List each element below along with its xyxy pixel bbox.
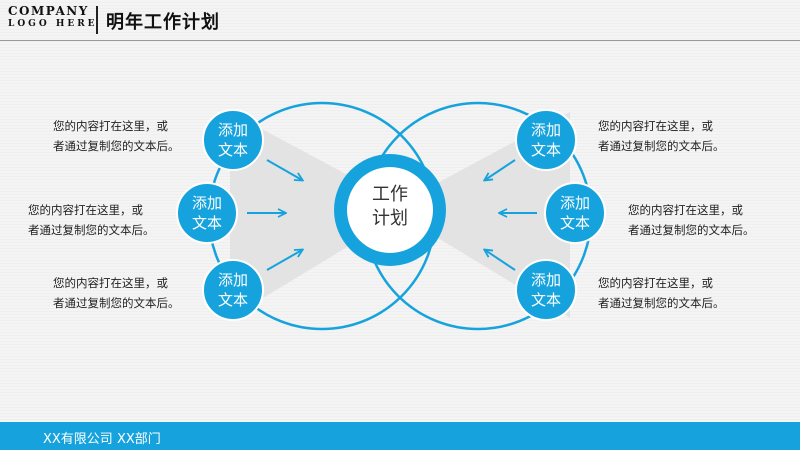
bubble-label-right-top: 添加文本 (516, 110, 576, 170)
bubble-label-left-middle: 添加文本 (177, 183, 237, 243)
text-block-left-top: 您的内容打在这里，或 者通过复制您的文本后。 (53, 116, 180, 156)
text-line-2: 者通过复制您的文本后。 (53, 296, 180, 310)
bubble-label-line-1: 添加 (191, 194, 222, 212)
center-label-line-2: 计划 (372, 208, 408, 229)
bubble-label-right-bottom: 添加文本 (516, 260, 576, 320)
bubble-label-line-1: 添加 (217, 121, 248, 139)
center-core (347, 167, 433, 253)
bubble-label-line-2: 文本 (530, 291, 561, 309)
bubble-label-line-1: 添加 (559, 194, 590, 212)
text-line-1: 您的内容打在这里，或 (28, 203, 143, 217)
footer-bar: XX有限公司 XX部门 (0, 422, 800, 450)
text-line-1: 您的内容打在这里，或 (598, 276, 713, 290)
page-title: 明年工作计划 (106, 12, 220, 33)
bubble-right-top (515, 109, 577, 171)
text-line-2: 者通过复制您的文本后。 (628, 223, 755, 237)
bubble-label-line-2: 文本 (217, 291, 248, 309)
bubble-label-left-bottom: 添加文本 (203, 260, 263, 320)
bubble-label-line-2: 文本 (530, 141, 561, 159)
bubble-label-line-2: 文本 (191, 214, 222, 232)
center-label-line-1: 工作 (372, 184, 408, 205)
bubble-left-bottom (202, 259, 264, 321)
text-line-2: 者通过复制您的文本后。 (598, 296, 725, 310)
arrow-right-bottom (485, 250, 516, 271)
text-line-1: 您的内容打在这里，或 (628, 203, 743, 217)
text-line-2: 者通过复制您的文本后。 (598, 139, 725, 153)
logo-line-2: LOGO HERE (8, 19, 98, 29)
arrow-left-bottom (266, 250, 302, 271)
text-line-2: 者通过复制您的文本后。 (53, 139, 180, 153)
bubble-label-line-2: 文本 (217, 141, 248, 159)
bubble-label-right-middle: 添加文本 (545, 183, 605, 243)
text-line-1: 您的内容打在这里，或 (53, 119, 168, 133)
left-fan (230, 112, 372, 318)
bubble-label-line-1: 添加 (530, 271, 561, 289)
text-line-1: 您的内容打在这里，或 (598, 119, 713, 133)
text-block-right-top: 您的内容打在这里，或 者通过复制您的文本后。 (598, 116, 725, 156)
bubble-right-middle (544, 182, 606, 244)
bubble-label-left-top: 添加文本 (203, 110, 263, 170)
bubble-right-bottom (515, 259, 577, 321)
text-block-left-middle: 您的内容打在这里，或 者通过复制您的文本后。 (28, 200, 155, 240)
bubble-label-line-1: 添加 (217, 271, 248, 289)
bubble-label-line-1: 添加 (530, 121, 561, 139)
text-block-right-middle: 您的内容打在这里，或 者通过复制您的文本后。 (628, 200, 755, 240)
arrow-right-top (485, 159, 516, 180)
logo-line-1: COMPANY (8, 4, 89, 18)
header-rule (0, 40, 800, 41)
text-line-2: 者通过复制您的文本后。 (28, 223, 155, 237)
arrow-left-top (266, 159, 302, 180)
bubble-label-line-2: 文本 (559, 214, 590, 232)
text-line-1: 您的内容打在这里，或 (53, 276, 168, 290)
company-logo: COMPANY LOGO HERE (8, 4, 98, 31)
center-label: 工作 计划 (355, 172, 425, 242)
footer-text: XX有限公司 XX部门 (43, 432, 161, 447)
text-block-left-bottom: 您的内容打在这里，或 者通过复制您的文本后。 (53, 273, 180, 313)
header-divider (96, 6, 98, 34)
bubble-left-top (202, 109, 264, 171)
text-block-right-bottom: 您的内容打在这里，或 者通过复制您的文本后。 (598, 273, 725, 313)
bubble-left-middle (176, 182, 238, 244)
header: COMPANY LOGO HERE 明年工作计划 (0, 0, 800, 40)
